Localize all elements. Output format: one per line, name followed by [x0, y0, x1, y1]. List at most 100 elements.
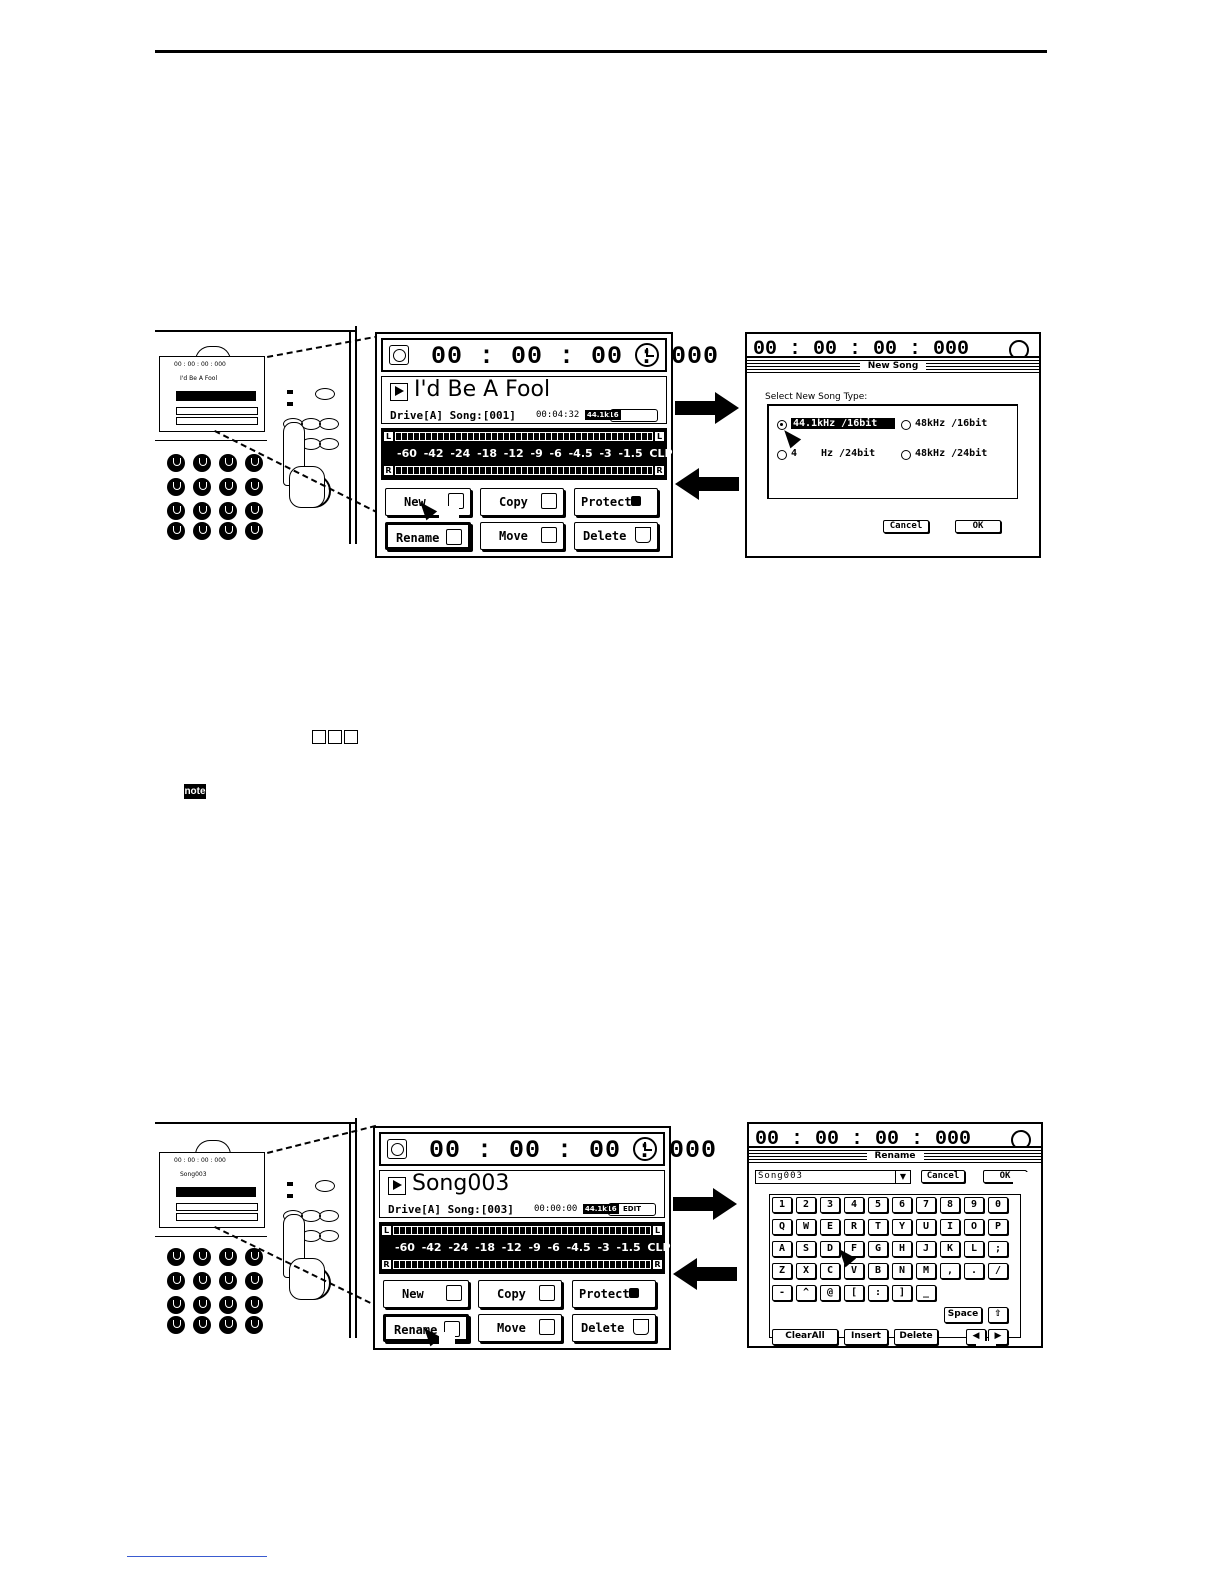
- chevron-down-icon[interactable]: ▼: [895, 1170, 911, 1184]
- key-1-7[interactable]: 7: [916, 1197, 936, 1213]
- protect-button[interactable]: Protect: [574, 488, 658, 516]
- key-4-10[interactable]: /: [988, 1263, 1008, 1279]
- back-arrow-icon: [673, 1258, 737, 1290]
- dialog-title: Rename: [866, 1151, 924, 1161]
- level-meter: L L -60 -42 -24 -18 -12 -9 -6 -4.5 -3 -1…: [379, 1222, 671, 1274]
- clock-icon[interactable]: [389, 345, 409, 365]
- option-48-16[interactable]: 48kHz /16bit: [915, 418, 988, 429]
- key-1-9[interactable]: 9: [964, 1197, 984, 1213]
- play-icon[interactable]: [388, 1177, 406, 1195]
- key-5-4[interactable]: [: [844, 1285, 864, 1301]
- key-3-8[interactable]: K: [940, 1241, 960, 1257]
- key-1-3[interactable]: 3: [820, 1197, 840, 1213]
- insert-button[interactable]: Insert: [844, 1329, 888, 1345]
- cancel-button[interactable]: Cancel: [921, 1170, 965, 1183]
- key-3-7[interactable]: J: [916, 1241, 936, 1257]
- key-2-6[interactable]: Y: [892, 1219, 912, 1235]
- key-4-9[interactable]: .: [964, 1263, 984, 1279]
- key-1-2[interactable]: 2: [796, 1197, 816, 1213]
- move-button-label: Move: [499, 529, 528, 543]
- clock-icon[interactable]: [387, 1139, 407, 1159]
- key-1-5[interactable]: 5: [868, 1197, 888, 1213]
- key-5-1[interactable]: -: [772, 1285, 792, 1301]
- key-2-5[interactable]: T: [868, 1219, 888, 1235]
- key-2-7[interactable]: U: [916, 1219, 936, 1235]
- key-2-1[interactable]: Q: [772, 1219, 792, 1235]
- radio-48-16[interactable]: [901, 420, 911, 430]
- key-3-3[interactable]: D: [820, 1241, 840, 1257]
- key-1-8[interactable]: 8: [940, 1197, 960, 1213]
- key-3-10[interactable]: ;: [988, 1241, 1008, 1257]
- move-button[interactable]: Move: [478, 1314, 562, 1342]
- option-48-24[interactable]: 48kHz /24bit: [915, 448, 988, 459]
- key-3-5[interactable]: G: [868, 1241, 888, 1257]
- key-4-2[interactable]: X: [796, 1263, 816, 1279]
- key-3-1[interactable]: A: [772, 1241, 792, 1257]
- rename-button[interactable]: Rename: [385, 522, 471, 550]
- key-1-6[interactable]: 6: [892, 1197, 912, 1213]
- option-44-24-prefix[interactable]: 4: [791, 448, 798, 459]
- key-3-9[interactable]: L: [964, 1241, 984, 1257]
- play-icon[interactable]: [390, 383, 408, 401]
- key-2-9[interactable]: O: [964, 1219, 984, 1235]
- copy-icon: [541, 493, 557, 509]
- key-2-10[interactable]: P: [988, 1219, 1008, 1235]
- key-5-3[interactable]: @: [820, 1285, 840, 1301]
- key-3-4[interactable]: F: [844, 1241, 864, 1257]
- key-3-6[interactable]: H: [892, 1241, 912, 1257]
- new-button[interactable]: New: [383, 1280, 469, 1308]
- key-5-5[interactable]: :: [868, 1285, 888, 1301]
- option-44-16[interactable]: 44.1kHz /16bit: [791, 418, 896, 429]
- delete-button[interactable]: Delete: [894, 1329, 938, 1345]
- copy-button[interactable]: Copy: [480, 488, 564, 516]
- alarm-clock-icon[interactable]: [633, 1137, 657, 1161]
- key-4-3[interactable]: C: [820, 1263, 840, 1279]
- shift-key-icon[interactable]: ⇧: [988, 1307, 1008, 1323]
- header-rule: [155, 50, 1047, 53]
- key-5-7[interactable]: _: [916, 1285, 936, 1301]
- ok-button[interactable]: OK: [955, 520, 1001, 533]
- meter-right-label: R: [382, 1260, 391, 1269]
- meter-left-label: L: [382, 1226, 391, 1235]
- key-1-4[interactable]: 4: [844, 1197, 864, 1213]
- space-key[interactable]: Space: [944, 1307, 982, 1323]
- key-2-2[interactable]: W: [796, 1219, 816, 1235]
- song-length: 00:04:32: [536, 410, 580, 420]
- alarm-clock-icon[interactable]: [635, 343, 659, 367]
- panel-lcd-title: I'd Be A Fool: [180, 375, 218, 382]
- copy-button[interactable]: Copy: [478, 1280, 562, 1308]
- song-name-field[interactable]: Song003: [755, 1170, 911, 1184]
- key-4-8[interactable]: ,: [940, 1263, 960, 1279]
- clear-all-button[interactable]: ClearAll: [772, 1329, 838, 1345]
- radio-44-16[interactable]: [777, 420, 787, 430]
- key-2-3[interactable]: E: [820, 1219, 840, 1235]
- recorder-panel: 00 : 00 : 00 : 000 I'd Be A Fool: [155, 326, 362, 544]
- key-5-6[interactable]: ]: [892, 1285, 912, 1301]
- radio-48-24[interactable]: [901, 450, 911, 460]
- channel-knob: [167, 1296, 185, 1314]
- channel-knob: [245, 502, 263, 520]
- cancel-button[interactable]: Cancel: [883, 520, 929, 533]
- song-name-value: Song003: [758, 1171, 803, 1181]
- move-button[interactable]: Move: [480, 522, 564, 550]
- song-format-badge: 44.1k16: [585, 410, 621, 420]
- key-5-2[interactable]: ^: [796, 1285, 816, 1301]
- key-4-1[interactable]: Z: [772, 1263, 792, 1279]
- key-4-6[interactable]: N: [892, 1263, 912, 1279]
- key-4-4[interactable]: V: [844, 1263, 864, 1279]
- option-44-24[interactable]: Hz /24bit: [821, 448, 876, 459]
- key-3-2[interactable]: S: [796, 1241, 816, 1257]
- radio-44-24[interactable]: [777, 450, 787, 460]
- key-1-10[interactable]: 0: [988, 1197, 1008, 1213]
- key-2-4[interactable]: R: [844, 1219, 864, 1235]
- key-2-8[interactable]: I: [940, 1219, 960, 1235]
- delete-button[interactable]: Delete: [572, 1314, 656, 1342]
- key-4-7[interactable]: M: [916, 1263, 936, 1279]
- key-4-5[interactable]: B: [868, 1263, 888, 1279]
- song-format-badge: 44.1k16: [583, 1204, 619, 1214]
- protect-button[interactable]: Protect: [572, 1280, 656, 1308]
- timecode: 00 : 00 : 00 : 000: [429, 1136, 718, 1165]
- panel-button: [315, 388, 335, 400]
- key-1-1[interactable]: 1: [772, 1197, 792, 1213]
- delete-button[interactable]: Delete: [574, 522, 658, 550]
